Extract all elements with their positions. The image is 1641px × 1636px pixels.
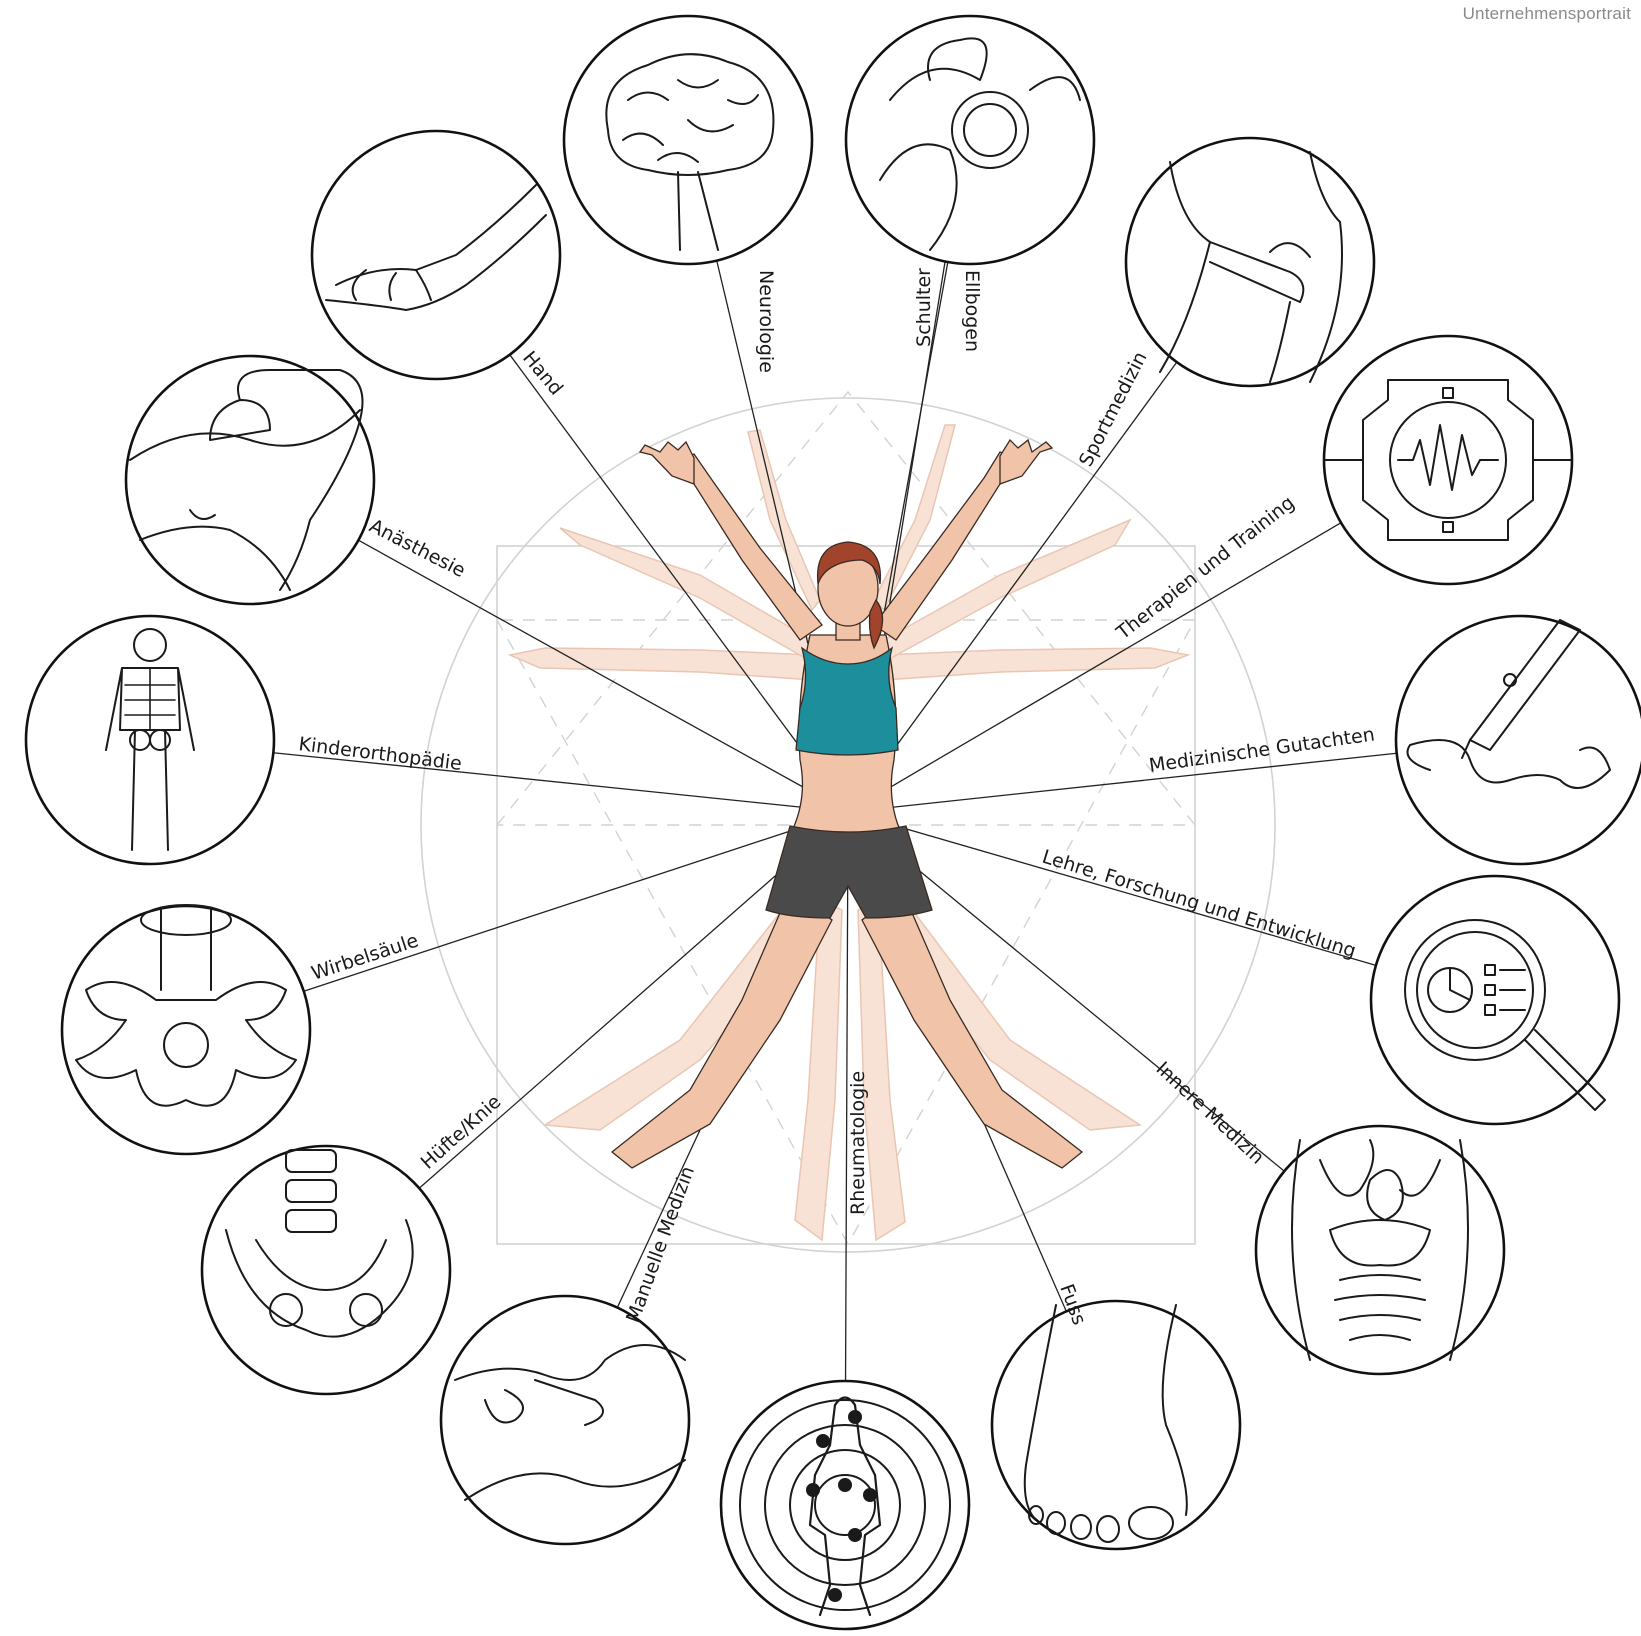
specialty-circle <box>1324 336 1572 584</box>
specialty-circle <box>1396 616 1641 864</box>
left-hand <box>640 442 694 484</box>
specialty-label: Medizinische Gutachten <box>1148 723 1376 776</box>
specialty-circle-outline <box>721 1381 969 1629</box>
specialty-circle <box>202 1146 450 1394</box>
specialty-label: Hüfte/Knie <box>417 1091 506 1174</box>
specialty-circle <box>1371 876 1619 1124</box>
specialty-label: Ellbogen <box>961 270 983 352</box>
specialty-label: Lehre, Forschung und Entwicklung <box>1040 846 1359 963</box>
specialty-circle <box>846 16 1094 264</box>
specialty-label: Rheumatologie <box>847 1071 869 1215</box>
specialty-circle <box>721 1381 969 1629</box>
specialty-label: Neurologie <box>755 270 777 373</box>
specialty-circle <box>1126 138 1374 386</box>
specialty-circle <box>564 16 812 264</box>
specialty-circle <box>62 905 310 1154</box>
specialty-circle-outline <box>126 356 374 604</box>
specialty-circle <box>126 356 374 604</box>
specialty-circle-outline <box>441 1296 689 1544</box>
specialty-circle <box>1256 1126 1504 1374</box>
specialty-circle-outline <box>564 16 812 264</box>
right-hand <box>1000 440 1052 484</box>
specialty-label: Therapien und Training <box>1112 492 1299 645</box>
specialty-label: Sportmedizin <box>1075 348 1152 470</box>
specialty-label: Wirbelsäule <box>309 930 421 985</box>
specialty-circle-outline <box>312 131 560 379</box>
specialty-label: Anästhesie <box>366 515 469 582</box>
specialty-label: Kinderorthopädie <box>297 733 463 775</box>
sports-top <box>796 648 898 755</box>
connector-line <box>848 753 1397 812</box>
specialty-circle-outline <box>846 16 1094 264</box>
specialty-circle <box>441 1296 689 1544</box>
specialty-circle <box>992 1301 1240 1549</box>
specialty-label: Hand <box>518 347 567 399</box>
header-label: Unternehmensportrait <box>1463 4 1631 24</box>
specialty-circle <box>26 616 274 864</box>
specialty-circle-outline <box>1126 138 1374 386</box>
shorts <box>766 826 932 918</box>
specialty-circle <box>312 131 560 379</box>
specialty-label: Schulter <box>913 268 935 347</box>
specialty-circle-outline <box>1371 876 1619 1124</box>
specialty-label: Innere Medizin <box>1152 1058 1269 1169</box>
specialty-circle-outline <box>62 906 310 1154</box>
